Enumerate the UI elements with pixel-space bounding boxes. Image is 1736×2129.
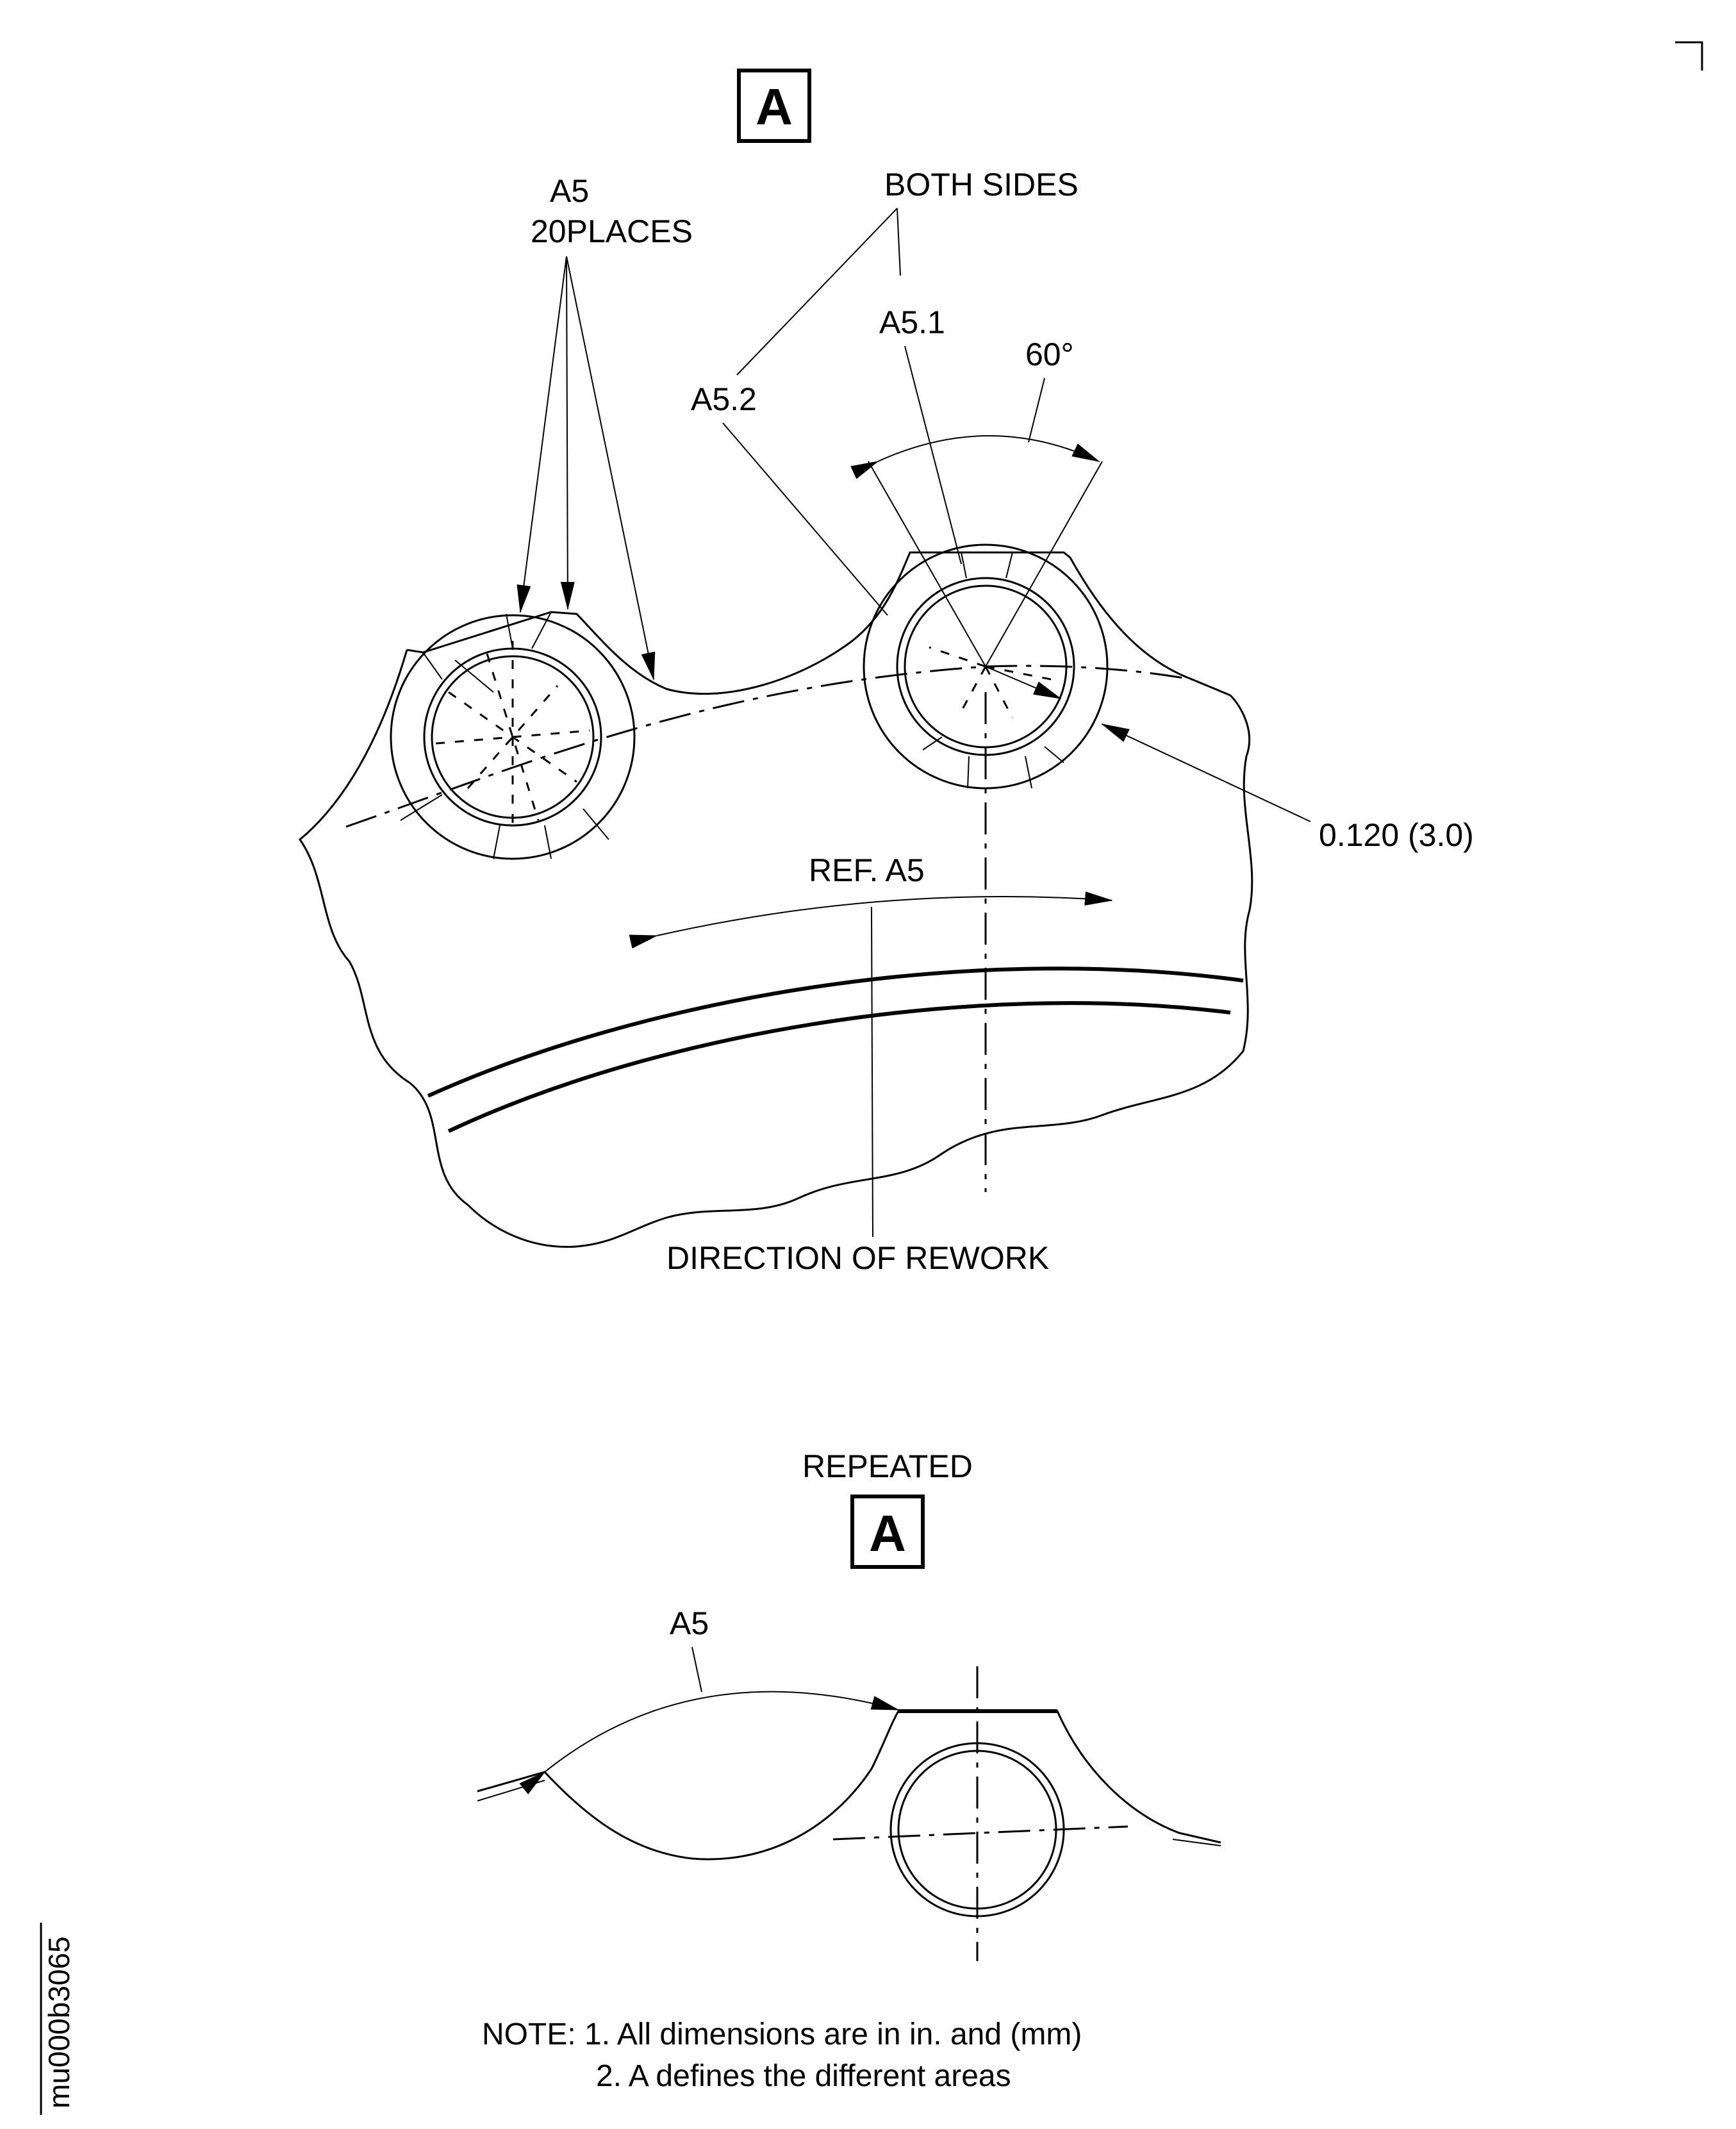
repeated-view: REPEATED A A5 [477,1448,1221,1961]
leader-both-sides-a5-2 [736,208,898,376]
label-a5-2: A5.2 [691,381,757,417]
label-radius: 0.120 (3.0) [1319,817,1474,853]
angle-extension-left [868,461,986,667]
part-outline [298,649,1253,1248]
ring-ticks-right [922,552,1064,789]
label-a5-repeated: A5 [670,1605,709,1641]
leader-both-sides-a5-1 [897,208,901,276]
view-marker-label: A [756,78,793,135]
leader-a5-1 [517,256,567,613]
centerline-right-spokes [929,646,1052,718]
label-ref-a5: REF. A5 [809,852,925,888]
label-20places: 20PLACES [531,213,693,249]
leader-a5-2 [560,256,575,610]
detail-a-view: A A5 20PLACES BOTH SIDES [298,69,1474,1276]
label-direction-of-rework: DIRECTION OF REWORK [666,1240,1049,1276]
scallop-edge [406,551,1231,697]
angle-arc [850,435,1100,479]
centerline-horizontal-repeated [832,1825,1128,1841]
leader-radius [1101,724,1311,822]
rework-band-inner [447,1001,1231,1133]
view-marker-box [737,69,811,143]
scallop-profile-repeated [477,1710,1221,1860]
ref-a5-arrow [629,891,1113,949]
leader-60deg [1028,377,1045,443]
leader-a5-1-line [904,345,962,565]
rework-band-outer [427,966,1244,1098]
break-line-left-repeated [477,1780,545,1802]
boss-left-outer [390,614,636,860]
leader-a5-2-line [722,422,888,616]
a5-arc-repeated [519,1691,900,1794]
note-line-1: NOTE: 1. All dimensions are in in. and (… [482,2017,1082,2051]
label-60deg: 60° [1025,336,1074,372]
label-both-sides: BOTH SIDES [884,167,1079,203]
centerline-arc [345,665,1193,828]
ring-ticks-left [400,611,609,859]
leader-a5-repeated [691,1646,702,1693]
corner-mark-top-right [1675,41,1703,70]
note-line-2: 2. A defines the different areas [596,2059,1011,2093]
centerline-left-spokes [435,641,590,833]
angle-extension-right [985,461,1103,667]
hole-inner-repeated [897,1750,1057,1910]
leader-a5-3 [566,256,656,681]
view-marker-label-repeated: A [869,1505,906,1562]
figure-id: mu000b3065 [42,1936,76,2108]
label-a5: A5 [550,173,589,209]
leader-direction [871,906,873,1238]
label-repeated: REPEATED [802,1448,973,1484]
break-line-right-repeated [1172,1839,1221,1846]
view-marker-box-repeated [850,1495,925,1569]
radius-dimension-arrow [985,666,1062,699]
label-a5-1: A5.1 [879,304,945,340]
